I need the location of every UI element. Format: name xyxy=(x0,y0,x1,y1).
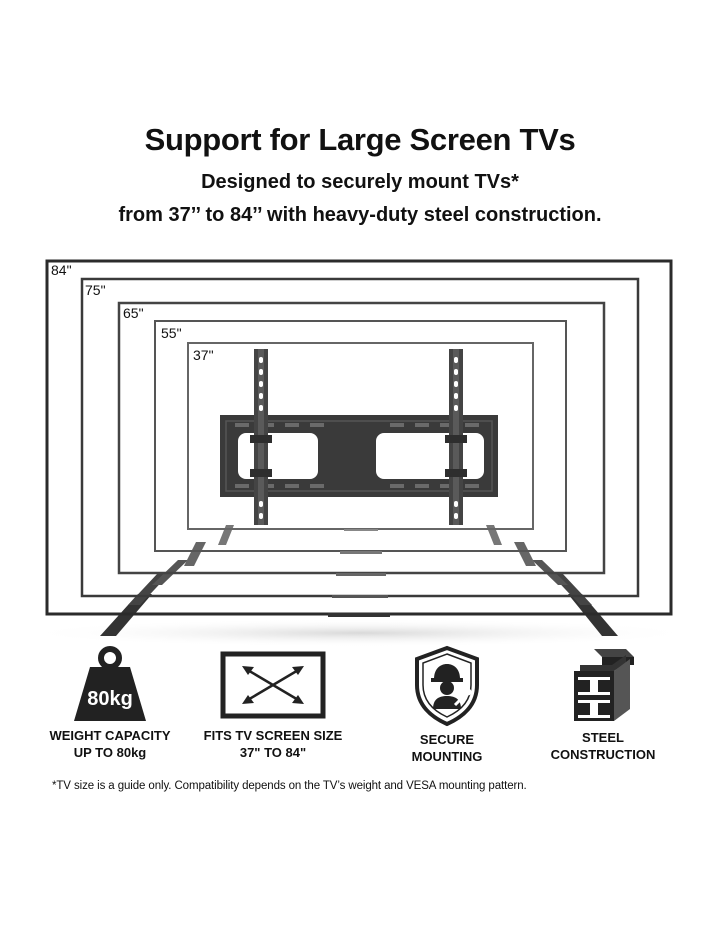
feature-screen-size-line1: FITS TV SCREEN SIZE xyxy=(203,728,343,743)
feature-secure-mounting: SECURE MOUNTING xyxy=(357,645,537,765)
feature-weight-capacity: 80kg WEIGHT CAPACITY UP TO 80kg xyxy=(20,645,200,761)
subtitle-line-2: from 37’’ to 84’’ with heavy-duty steel … xyxy=(118,204,602,226)
footnote: *TV size is a guide only. Compatibility … xyxy=(52,780,527,792)
tv-outline-37: 37" xyxy=(187,342,534,545)
weight-icon-text: 80kg xyxy=(87,688,133,710)
feature-steel-line2: CONSTRUCTION xyxy=(550,747,656,762)
feature-steel-line1: STEEL xyxy=(582,730,624,745)
wall-mount-bracket xyxy=(220,349,498,525)
feature-secure-line2: MOUNTING xyxy=(411,749,483,764)
tv-size-label-55: 55" xyxy=(161,325,182,341)
tv-outline-65: 65" xyxy=(117,301,606,585)
tv-size-comparison-graphic: 84" 75" 65" 55" 37" xyxy=(20,259,700,647)
tv-outline-55: 55" xyxy=(154,320,567,566)
weight-icon: 80kg xyxy=(74,646,146,721)
feature-weight-line2: UP TO 80kg xyxy=(73,745,147,760)
page-title: Support for Large Screen TVs xyxy=(144,122,576,157)
feature-steel-construction: STEEL CONSTRUCTION xyxy=(513,645,693,763)
steel-beams-icon xyxy=(574,649,634,721)
screen-size-arrows-icon xyxy=(220,651,326,719)
feature-secure-line1: SECURE xyxy=(419,732,475,747)
tv-size-label-37: 37" xyxy=(193,347,214,363)
feature-screen-size-line2: 37" TO 84" xyxy=(239,745,307,760)
floor-shadow xyxy=(20,619,700,647)
tv-size-label-75: 75" xyxy=(85,282,106,298)
tv-size-label-84: 84" xyxy=(51,262,72,278)
tv-size-label-65: 65" xyxy=(123,305,144,321)
subtitle-line-1: Designed to securely mount TVs* xyxy=(201,171,519,193)
feature-screen-size: FITS TV SCREEN SIZE 37" TO 84" xyxy=(183,645,363,761)
shield-worker-icon xyxy=(415,645,479,727)
feature-weight-line1: WEIGHT CAPACITY xyxy=(49,728,171,743)
